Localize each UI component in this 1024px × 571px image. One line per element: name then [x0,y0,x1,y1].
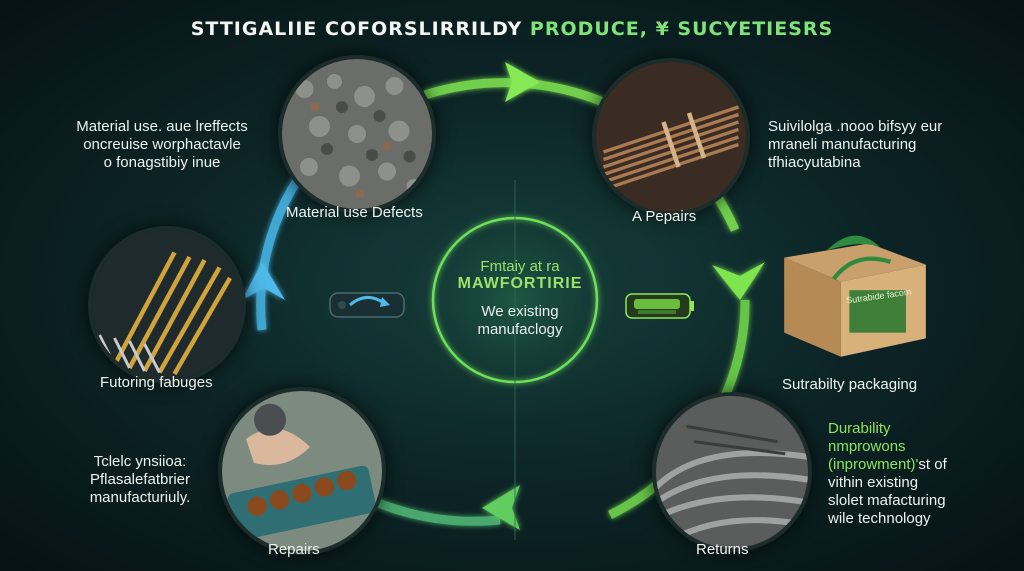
center-line-4: manufaclogy [477,321,563,338]
side-text-line: nmprowons [828,438,906,455]
label-a-pepairs: A Pepairs [632,208,697,225]
label-material-use-defects: Material use Defects [286,204,423,221]
center-line-2: MAWFORTIRIE [457,275,583,292]
title-part-1: STTIGALIIE COFORSLIRRILDY [190,18,530,40]
repair-tray-photo [218,387,386,555]
gravel-photo [278,55,436,213]
recycle-arrow-icon [329,292,405,318]
side-text-line: Durability [828,420,891,437]
side-text-line: wile technology [828,510,931,527]
side-text-bottom-right: Durability nmprowons (inprowment)'st of … [828,420,947,528]
side-text-line: manufacturiuly. [89,489,191,506]
twig-bundle-photo [592,58,750,216]
side-text-line: oncreuise worphactavle [83,136,241,153]
side-text-line: Tclelc ynsiioa: [93,453,187,470]
label-returns: Returns [696,541,749,558]
arrow-head-top [505,62,540,102]
arrow-head-bottom [482,485,520,530]
side-text-line: Suivilolga .nooo bifsyy eur [768,118,943,135]
label-futoring-fabuges: Futoring fabuges [100,374,213,391]
battery-icon [625,293,694,319]
arrow-head-right [712,262,765,300]
arrow-head-left [242,262,285,300]
side-text-line: Material use. aue lreffects [76,118,248,135]
diagram-title: STTIGALIIE COFORSLIRRILDY PRODUCE, ¥ SUC… [0,18,1024,40]
side-text-line: Pflasalefatbrier [89,471,191,488]
side-text-bottom-left: Tclelc ynsiioa: Pflasalefatbrier manufac… [70,453,210,507]
side-text-line: mraneli manufacturing [768,136,917,153]
side-text-line: (inprowment)' [828,456,919,473]
side-text-line: tfhiacyutabina [768,154,861,171]
center-line-1: Fmtaiy at ra [480,258,560,275]
label-packaging: Sutrabilty packaging [782,376,918,393]
side-text-top-right: Suivilolga .nooo bifsyy eur mraneli manu… [768,118,942,172]
center-hub: Fmtaiy at ra MAWFORTIRIE We existing man… [430,258,610,339]
side-text-line: o fonagstibiy inue [103,154,221,171]
textile-photo [652,392,812,552]
needles-photo [88,226,246,384]
center-line-3: We existing [481,303,559,320]
side-text-top-left: Material use. aue lreffects oncreuise wo… [62,118,262,172]
label-repairs: Repairs [268,541,320,558]
side-text-suffix: st of [918,456,947,473]
package-photo: Sutrabide facom [770,218,940,368]
title-part-2: PRODUCE, ¥ SUCYETIESRS [529,18,834,40]
side-text-line: vithin existing [828,474,919,491]
side-text-line: slolet mafacturing [828,492,946,509]
